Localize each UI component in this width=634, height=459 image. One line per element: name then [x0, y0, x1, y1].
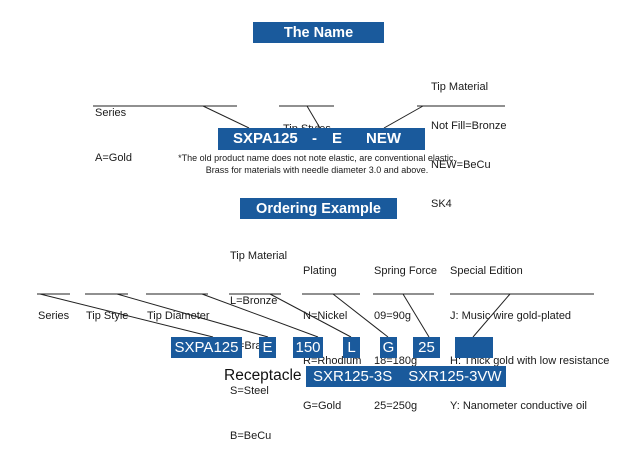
- code-box-tip-style: E: [259, 337, 276, 358]
- ord-tip-diameter-connector: [201, 293, 319, 338]
- label-line: L=Bronze: [230, 295, 278, 307]
- label-line: G=Gold: [303, 400, 342, 412]
- code-box-tip-material: L: [343, 337, 360, 358]
- label-line: B=BeCu: [230, 430, 272, 442]
- code-box-text: 25: [418, 339, 435, 356]
- ord-series-label: Series: [38, 279, 69, 339]
- code-box-tip-diameter: 150: [293, 337, 323, 358]
- label-line: Series: [38, 310, 70, 322]
- label-line: Plating: [303, 265, 337, 277]
- name-notes: *The old product name does not note elas…: [0, 152, 634, 176]
- code-box-special-edition: [455, 337, 493, 358]
- ord-series-connector: [39, 293, 214, 338]
- label-line: H: Thick gold with low resistance: [450, 355, 610, 367]
- ordering-example-title: Ordering Example: [256, 200, 381, 217]
- label-line: Tip Material: [431, 81, 489, 93]
- note-line: *The old product name does not note elas…: [178, 153, 456, 163]
- label-line: Not Fill=Bronze: [431, 120, 507, 132]
- product-name-code: SXPA125 - E NEW: [218, 128, 425, 150]
- label-line: 25=250g: [374, 400, 418, 412]
- the-name-title: The Name: [283, 24, 354, 41]
- connector-lines: [37, 105, 594, 338]
- label-line: 18=180g: [374, 355, 418, 367]
- receptacle-box: SXR125-3S SXR125-3VW: [306, 366, 506, 387]
- code-box-spring-force: 25: [413, 337, 440, 358]
- ordering-example-header: Ordering Example: [240, 198, 397, 219]
- label-line: N=Nickel: [303, 310, 348, 322]
- code-box-series: SXPA125: [171, 337, 242, 358]
- label-line: Tip Diameter: [147, 310, 210, 322]
- code-dash: -: [312, 130, 317, 147]
- ord-tip-style-label: Tip Style: [86, 279, 128, 339]
- label-line: 09=90g: [374, 310, 412, 322]
- receptacle-label: Receptacle: [224, 367, 302, 385]
- code-box-text: 150: [295, 339, 321, 356]
- receptacle-value: SXR125-3S: [313, 368, 393, 385]
- ord-tip-diameter-label: Tip Diameter: [147, 279, 210, 339]
- label-line: Y: Nanometer conductive oil: [450, 400, 587, 412]
- ord-tip-material-connector: [269, 293, 352, 338]
- note-line: Brass for materials with needle diameter…: [205, 165, 429, 175]
- tip-material-connector: [383, 105, 424, 129]
- the-name-header: The Name: [253, 22, 384, 43]
- label-line: Series: [95, 107, 127, 119]
- code-box-plating: G: [380, 337, 397, 358]
- label-line: Tip Style: [86, 310, 129, 322]
- label-line: NEW=BeCu: [431, 159, 491, 171]
- ord-special-connector: [472, 293, 511, 338]
- series-connector: [202, 105, 250, 129]
- ord-spring-connector: [402, 293, 430, 338]
- label-line: A=Gold: [95, 152, 132, 164]
- label-line: R=Rhodium: [303, 355, 362, 367]
- code-tip-style: E: [332, 130, 343, 147]
- code-box-text: E: [262, 339, 273, 356]
- label-line: Spring Force: [374, 265, 437, 277]
- code-box-text: L: [347, 339, 356, 356]
- label-line: Special Edition: [450, 265, 523, 277]
- code-tip-material: NEW: [366, 130, 401, 147]
- label-line: J: Music wire gold-plated: [450, 310, 572, 322]
- label-line: SK4: [431, 198, 452, 210]
- ord-tip-style-connector: [116, 293, 269, 338]
- label-line: Tip Material: [230, 250, 288, 262]
- name-tip-material-label: Tip Material Not Fill=Bronze NEW=BeCu SK…: [431, 55, 507, 224]
- code-box-text: SXPA125: [174, 339, 239, 356]
- name-series-label: Series A=Gold: [95, 76, 132, 181]
- code-box-text: G: [382, 339, 395, 356]
- receptacle-label-text: Receptacle: [224, 367, 302, 384]
- receptacle-value: SXR125-3VW: [408, 368, 502, 385]
- code-series: SXPA125: [233, 130, 298, 147]
- tip-styles-connector: [306, 105, 321, 129]
- ord-plating-connector: [332, 293, 389, 338]
- label-line: S=Steel: [230, 385, 269, 397]
